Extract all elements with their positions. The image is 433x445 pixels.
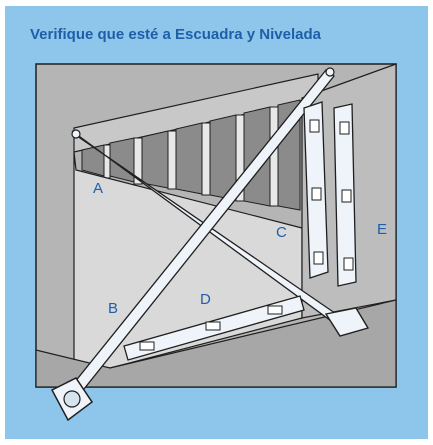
tape-case-c (324, 307, 370, 337)
label-b: B (108, 300, 118, 317)
level-d (123, 295, 305, 361)
label-e: E (377, 221, 387, 238)
page-title: Verifique que esté a Escuadra y Nivelada (30, 26, 321, 43)
level-e (333, 103, 357, 287)
tape-measure-diagonal (50, 67, 335, 422)
label-c: C (276, 224, 287, 241)
label-a: A (93, 180, 103, 197)
label-d: D (200, 291, 211, 308)
level-c (303, 101, 329, 279)
floor (35, 299, 397, 388)
